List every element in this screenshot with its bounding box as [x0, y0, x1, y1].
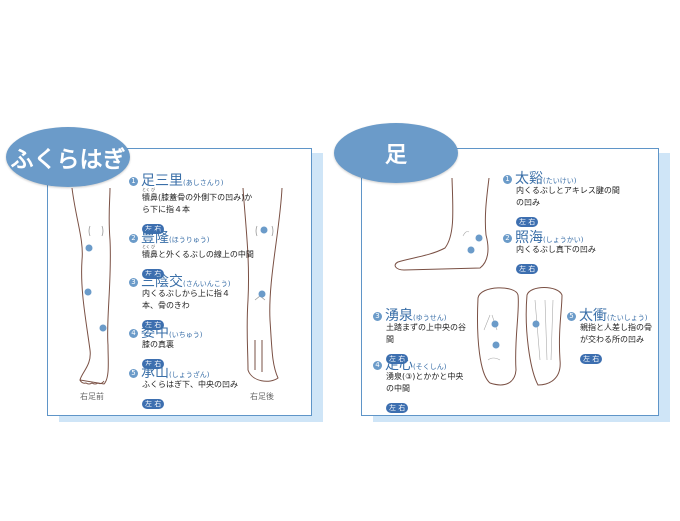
point-number: 5 — [567, 312, 576, 321]
point-number: 1 — [503, 175, 512, 184]
left-right-badge: 左 右 — [386, 354, 409, 364]
point-name: 太谿 — [515, 171, 543, 187]
left-right-badge: 左 右 — [516, 217, 539, 227]
sole-outline — [477, 287, 519, 386]
left-right-badge: 左 右 — [142, 359, 165, 369]
point-reading: (しょうかい) — [543, 236, 584, 244]
point-name: 委中 — [141, 325, 169, 341]
point-description: 内くるぶしから上に指４本、骨のきわ — [142, 289, 230, 310]
calf-panel — [47, 148, 312, 416]
marker-3 — [99, 324, 107, 332]
marker-4 — [492, 341, 500, 349]
point-reading: (たいけい) — [543, 177, 577, 185]
point-reading: (たいしょう) — [607, 314, 648, 322]
back-leg-outline — [242, 187, 283, 382]
point-description: 犢鼻(膝蓋骨の外側下の凹み)から下に指４本 — [142, 193, 253, 214]
point-name: 足心 — [385, 357, 413, 373]
front-leg-outline — [71, 187, 111, 385]
point-number: 3 — [129, 278, 138, 287]
back-leg-caption: 右足後 — [250, 392, 274, 401]
point-name: 足三里 — [141, 173, 183, 189]
point-description: 内くるぶしとアキレス腱の間の凹み — [516, 186, 620, 207]
point-description: 内くるぶし真下の凹み — [516, 245, 596, 254]
point-description: 湧泉(③)とかかと中央の中間 — [386, 372, 464, 393]
foot-title: 足 — [384, 142, 407, 168]
point-reading: (あしさんり) — [183, 179, 224, 187]
point-description: 土踏まずの上中央の谷間 — [386, 323, 466, 344]
left-right-badge: 左 右 — [142, 269, 165, 279]
point-number: 4 — [373, 361, 382, 370]
point-number: 1 — [129, 177, 138, 186]
front-leg-caption: 右足前 — [80, 392, 104, 401]
point-number: 4 — [129, 329, 138, 338]
point-number: 5 — [129, 369, 138, 378]
point-description: 膝の真裏 — [142, 340, 174, 349]
marker-4 — [260, 226, 268, 234]
left-right-badge: 左 右 — [142, 399, 165, 409]
marker-2 — [467, 246, 475, 254]
point-name: 承山 — [141, 365, 169, 381]
point-reading: (しょうざん) — [169, 371, 210, 379]
point-reading: (いちゅう) — [169, 331, 203, 339]
point-name: 湧泉 — [385, 308, 413, 324]
left-right-badge: 左 右 — [580, 354, 603, 364]
point-name: 豊隆 — [141, 230, 169, 246]
left-right-badge: 左 右 — [386, 403, 409, 413]
point-reading: (ほうりゅう) — [169, 236, 210, 244]
point-number: 2 — [503, 234, 512, 243]
marker-1 — [85, 244, 93, 252]
point-name: 照海 — [515, 230, 543, 246]
ruby: とく び — [142, 187, 156, 192]
point-number: 2 — [129, 234, 138, 243]
side-foot-outline — [394, 177, 490, 271]
marker-1 — [475, 234, 483, 242]
marker-5 — [532, 320, 540, 328]
point-description: ふくらはぎ下、中央の凹み — [142, 380, 238, 389]
knee-marks — [88, 225, 274, 301]
point-name: 三陰交 — [141, 274, 183, 290]
foot-panel — [361, 148, 659, 416]
foot-title-badge: 足 — [334, 123, 458, 183]
foot-top-outline — [525, 287, 563, 386]
point-description: 犢鼻と外くるぶしの線上の中間 — [142, 250, 254, 259]
point-reading: (ゆうせん) — [413, 314, 447, 322]
marker-3 — [491, 320, 499, 328]
left-right-badge: 左 右 — [516, 264, 539, 274]
calf-title-badge: ふくらはぎ — [6, 127, 130, 187]
ruby: とく び — [142, 244, 156, 249]
point-reading: (そくしん) — [413, 363, 447, 371]
point-name: 太衝 — [579, 308, 607, 324]
point-reading: (さんいんこう) — [183, 280, 231, 288]
calf-title: ふくらはぎ — [10, 146, 126, 173]
point-number: 3 — [373, 312, 382, 321]
calf-point-markers — [84, 226, 268, 332]
foot-point-markers — [467, 234, 540, 349]
marker-5 — [258, 290, 266, 298]
marker-2 — [84, 288, 92, 296]
left-right-badge: 左 右 — [142, 224, 165, 234]
left-right-badge: 左 右 — [142, 320, 165, 330]
point-description: 親指と人差し指の骨が交わる所の凹み — [580, 323, 652, 344]
achilles-lines — [254, 340, 263, 372]
front-leg-toes — [79, 379, 105, 385]
